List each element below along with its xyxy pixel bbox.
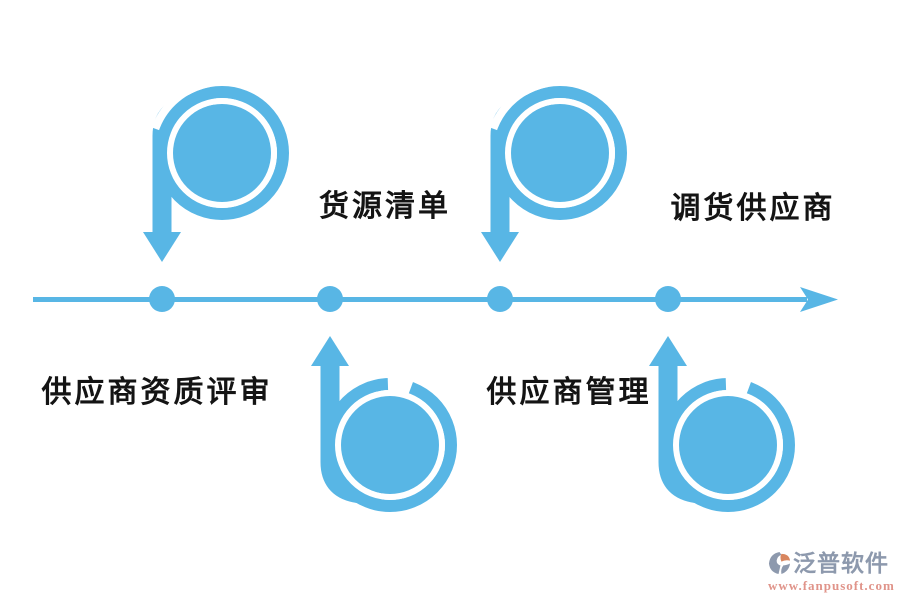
timeline-dot (149, 286, 175, 312)
step-label-transfer-supplier: 调货供应商 (670, 192, 836, 225)
b-arrow-up-icon (648, 322, 798, 522)
timeline-line (33, 297, 807, 302)
step-label-supply-source-list: 货源清单 (319, 190, 451, 223)
b-arrow-up-icon (310, 322, 460, 522)
step-label-supplier-qualification-review: 供应商资质评审 (41, 376, 273, 409)
timeline-dot (487, 286, 513, 312)
brand-logo-icon (768, 552, 791, 575)
brand-name: 泛普软件 (793, 550, 889, 576)
p-arrow-down-icon (142, 76, 292, 276)
timeline-dot (317, 286, 343, 312)
p-arrow-down-icon (480, 76, 630, 276)
step-label-supplier-management: 供应商管理 (486, 376, 652, 409)
timeline-arrowhead-icon (800, 287, 838, 312)
brand-url: www.fanpusoft.com (768, 578, 895, 593)
timeline-dot (655, 286, 681, 312)
